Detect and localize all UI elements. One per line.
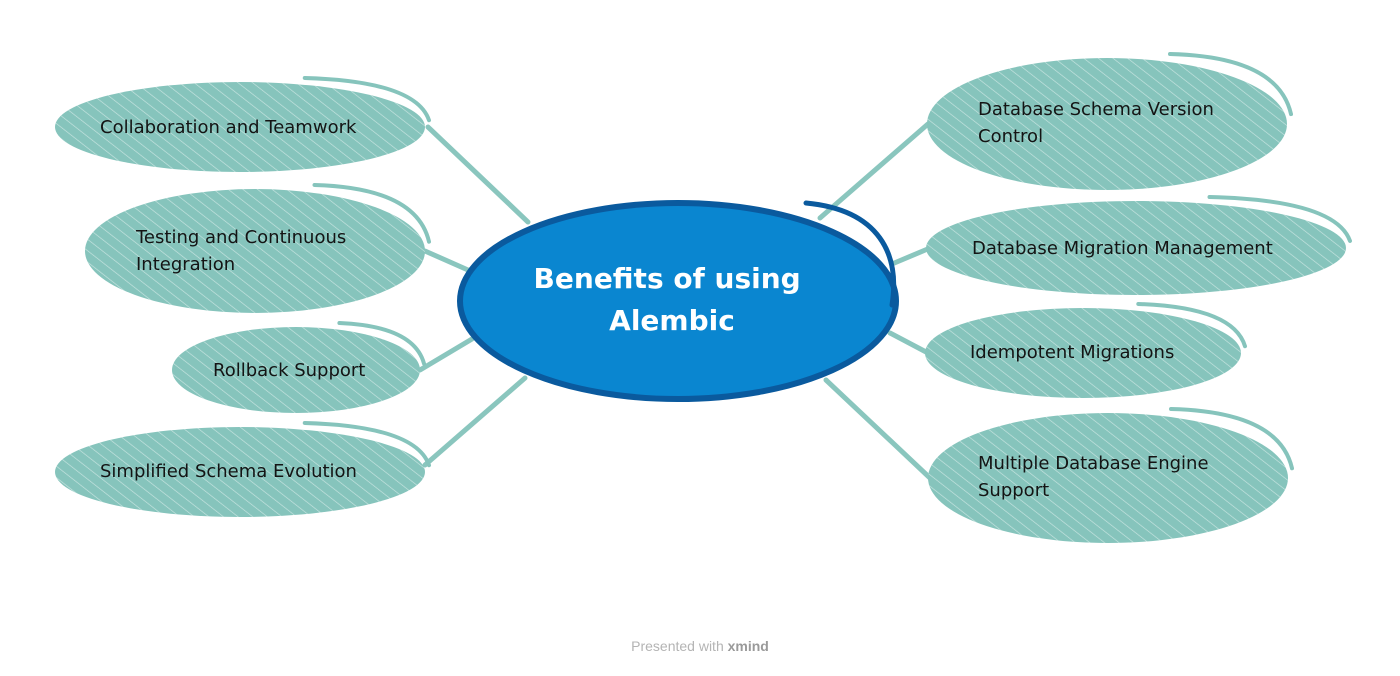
branch-label-line: Rollback Support [213, 360, 365, 381]
branch-label-line: Collaboration and Teamwork [100, 117, 357, 138]
branch-hatch-version-control [927, 58, 1287, 190]
branch-sketch-migration-management [1207, 195, 1352, 243]
branch-sketch-rollback [337, 321, 426, 366]
branch-label-line: Control [978, 126, 1043, 147]
branch-sketch-idempotent [1136, 302, 1247, 349]
central-topic-shape [457, 200, 899, 402]
branch-sketch-version-control [1168, 52, 1293, 117]
branch-sketch-schema-evolution [302, 421, 431, 468]
connector-idempotent [887, 330, 931, 356]
branch-label-line: Support [978, 480, 1049, 501]
branch-sketch-collaboration [302, 76, 431, 123]
branch-label-line: Database Migration Management [972, 238, 1273, 259]
branch-label-schema-evolution: Simplified Schema Evolution [100, 461, 357, 482]
branch-hatch-schema-evolution [55, 427, 425, 517]
footer-credit: Presented with xmind [0, 638, 1400, 654]
branch-sketch-multi-engine [1169, 407, 1294, 471]
connector-testing [422, 248, 471, 273]
branch-hatch-rollback [172, 327, 420, 413]
branch-node-rollback[interactable]: Rollback Support [172, 321, 426, 413]
branch-label-line: Database Schema Version [978, 99, 1214, 120]
connector-collaboration [425, 124, 531, 225]
branch-label-migration-management: Database Migration Management [972, 238, 1273, 259]
branch-node-schema-evolution[interactable]: Simplified Schema Evolution [55, 421, 431, 517]
branch-hatch-collaboration [55, 82, 425, 172]
branch-label-line: Testing and Continuous [135, 227, 346, 248]
branch-label-line: Multiple Database Engine [978, 453, 1209, 474]
central-topic-line-2: Alembic [609, 304, 735, 337]
xmind-brand: xmind [727, 638, 769, 654]
connector-migration-management [889, 245, 933, 267]
connector-schema-evolution [422, 375, 528, 468]
connector-lines [417, 121, 933, 481]
branch-label-line: Idempotent Migrations [970, 342, 1174, 363]
branch-hatch-multi-engine [928, 413, 1288, 543]
connector-version-control [817, 121, 931, 221]
branch-node-collaboration[interactable]: Collaboration and Teamwork [55, 76, 431, 172]
branch-label-rollback: Rollback Support [213, 360, 365, 381]
footer-prefix: Presented with [631, 638, 728, 654]
branch-hatch-migration-management [926, 201, 1346, 295]
branch-label-line: Integration [136, 254, 235, 275]
branch-label-line: Simplified Schema Evolution [100, 461, 357, 482]
branch-hatch-testing [85, 189, 425, 313]
branch-node-idempotent[interactable]: Idempotent Migrations [925, 302, 1247, 398]
branch-hatch-idempotent [925, 308, 1241, 398]
central-topic[interactable]: Benefits of using Alembic [457, 200, 899, 402]
branch-sketch-testing [312, 183, 431, 244]
branch-node-migration-management[interactable]: Database Migration Management [926, 195, 1352, 295]
branch-label-idempotent: Idempotent Migrations [970, 342, 1174, 363]
branch-label-collaboration: Collaboration and Teamwork [100, 117, 357, 138]
central-topic-label: Benefits of using Alembic [534, 262, 811, 337]
central-topic-sketch-stroke [803, 200, 897, 308]
connector-multi-engine [823, 377, 933, 481]
connector-rollback [417, 336, 475, 373]
central-topic-line-1: Benefits of using [534, 262, 801, 295]
